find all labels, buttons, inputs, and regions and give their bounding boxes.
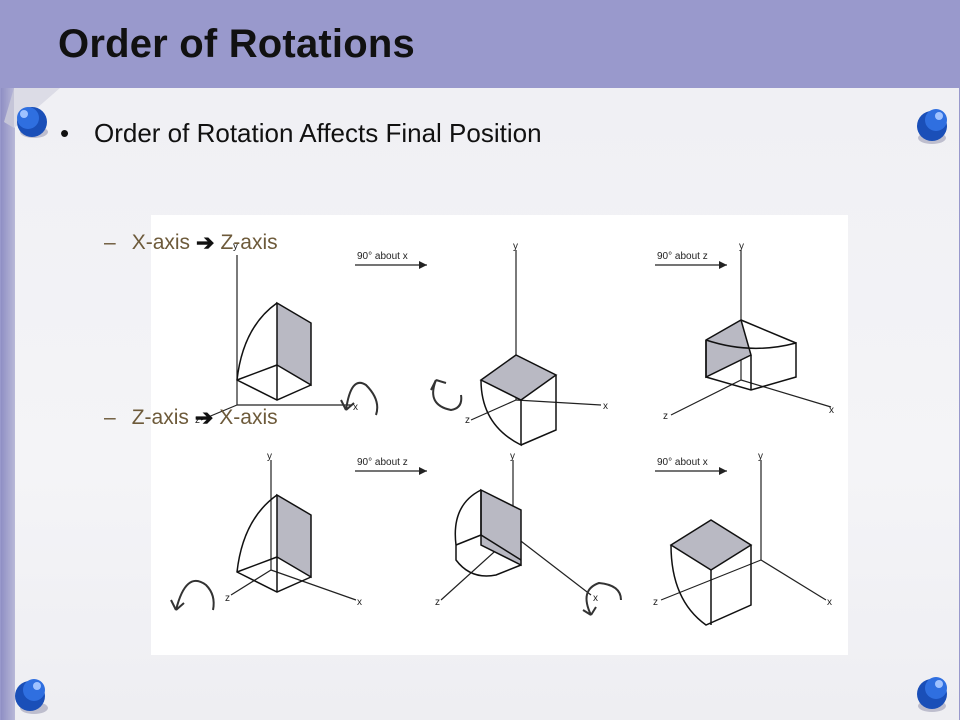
- right-arrow-icon: ➔: [194, 405, 214, 430]
- rotation-diagram: y x z y x z y x z y x z y x z y x z 90° …: [170, 241, 834, 626]
- axis-label-y: y: [758, 451, 763, 462]
- sub-item-x-then-z: – X-axis ➔ Z-axis: [104, 230, 278, 255]
- sub-item-to: Z-axis: [220, 231, 278, 254]
- row1-after-z-rotation: [670, 250, 832, 416]
- row1-after-x-rotation: [470, 250, 602, 447]
- sub-item-z-then-x: – Z-axis ➔ X-axis: [104, 405, 278, 430]
- sub-item-from: X-axis: [131, 231, 191, 254]
- rotation-arrow-icon: [170, 579, 215, 611]
- pushpin-icon: [15, 679, 48, 714]
- axis-label-z: z: [225, 593, 230, 604]
- rotation-arrow-icon: [582, 581, 622, 616]
- axis-label-y: y: [513, 241, 518, 252]
- axis-label-y: y: [510, 451, 515, 462]
- sub-item-from: Z-axis: [131, 406, 189, 429]
- main-bullet: • Order of Rotation Affects Final Positi…: [60, 118, 542, 149]
- axis-label-x: x: [829, 405, 834, 416]
- bullet-dot: •: [60, 118, 70, 148]
- axis-label-x: x: [603, 401, 608, 412]
- axis-label-z: z: [663, 411, 668, 422]
- sub-item-to: X-axis: [219, 406, 278, 429]
- row1-step2-label: 90° about z: [657, 251, 708, 262]
- axis-label-z: z: [435, 597, 440, 608]
- axis-label-z: z: [653, 597, 658, 608]
- axis-label-x: x: [353, 402, 358, 413]
- axis-label-y: y: [233, 241, 238, 252]
- axis-label-y: y: [739, 241, 744, 252]
- row1-step1-label: 90° about x: [357, 251, 408, 262]
- main-bullet-text: Order of Rotation Affects Final Position: [94, 118, 542, 148]
- pushpin-icon: [917, 109, 947, 144]
- row2-after-z-rotation: [440, 460, 592, 601]
- row2-after-x-rotation: [660, 460, 827, 626]
- slide-title: Order of Rotations: [58, 22, 415, 66]
- pushpin-icon: [917, 677, 947, 712]
- rotation-figure: y x z y x z y x z y x z y x z y x z 90° …: [151, 215, 848, 655]
- axis-label-x: x: [593, 593, 598, 604]
- axis-label-y: y: [267, 451, 272, 462]
- axis-label-x: x: [357, 597, 362, 608]
- rotation-arrow-icon: [430, 379, 463, 412]
- axis-label-z: z: [465, 415, 470, 426]
- row1-original-shape: [200, 255, 351, 421]
- right-arrow-icon: ➔: [196, 230, 215, 255]
- row2-step1-label: 90° about z: [357, 457, 408, 468]
- axis-label-z: z: [195, 415, 200, 426]
- row2-step2-label: 90° about x: [657, 457, 708, 468]
- row2-original-shape: [230, 460, 357, 601]
- rotation-arrow-icon: [340, 381, 379, 416]
- axis-label-x: x: [827, 597, 832, 608]
- pushpin-icon: [17, 107, 48, 138]
